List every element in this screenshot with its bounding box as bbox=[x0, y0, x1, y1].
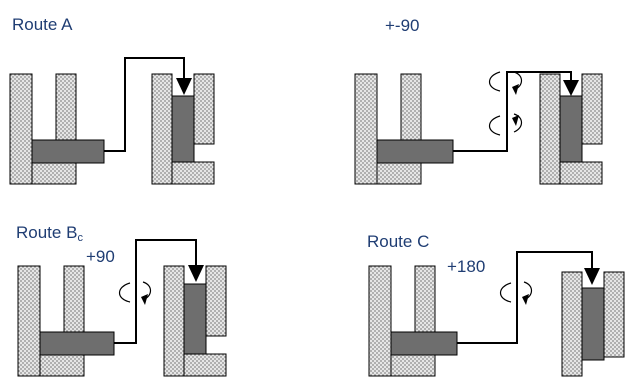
route-c-entrance-die bbox=[368, 265, 436, 377]
plus90-label: +90 bbox=[86, 247, 115, 266]
pm90-billet bbox=[376, 139, 454, 164]
pm90-exit-die bbox=[539, 73, 603, 185]
arrow-head-icon bbox=[188, 265, 204, 282]
rotation-arrow-icon bbox=[499, 281, 533, 305]
pm90-exit-billet bbox=[559, 95, 583, 163]
plus180-label: +180 bbox=[447, 257, 485, 276]
route-a-path bbox=[104, 57, 185, 152]
arrow-head-icon bbox=[584, 268, 600, 285]
arrow-head-icon bbox=[176, 78, 192, 95]
route-bc-panel: Route Bc +90 bbox=[16, 223, 227, 377]
rotation-arrow-icon bbox=[488, 113, 523, 136]
route-a-entrance-die bbox=[9, 73, 77, 185]
route-bc-exit-die bbox=[163, 265, 227, 377]
route-c-panel: Route C +180 bbox=[367, 232, 625, 377]
route-bc-label: Route Bc bbox=[16, 223, 83, 244]
route-c-billet bbox=[390, 331, 458, 356]
pm90-label: +-90 bbox=[385, 16, 420, 35]
pm90-path bbox=[453, 71, 572, 152]
arrow-head-icon bbox=[563, 80, 579, 96]
route-a-panel: Route A bbox=[9, 15, 215, 185]
route-c-label: Route C bbox=[367, 232, 429, 251]
route-c-path bbox=[457, 251, 593, 344]
route-pm90-panel: +-90 bbox=[354, 16, 603, 185]
route-bc-entrance-die bbox=[17, 265, 85, 377]
route-a-exit-billet bbox=[171, 95, 195, 163]
route-a-label: Route A bbox=[12, 15, 73, 34]
route-bc-billet bbox=[39, 331, 115, 356]
pm90-entrance-die bbox=[354, 73, 422, 185]
route-bc-exit-billet bbox=[183, 283, 207, 355]
route-c-exit-billet bbox=[581, 287, 605, 361]
route-a-exit-die bbox=[151, 73, 215, 185]
rotation-arrow-icon bbox=[118, 281, 152, 305]
rotation-arrow-icon bbox=[488, 71, 523, 95]
route-bc-path bbox=[114, 239, 197, 344]
route-a-billet bbox=[31, 139, 105, 164]
